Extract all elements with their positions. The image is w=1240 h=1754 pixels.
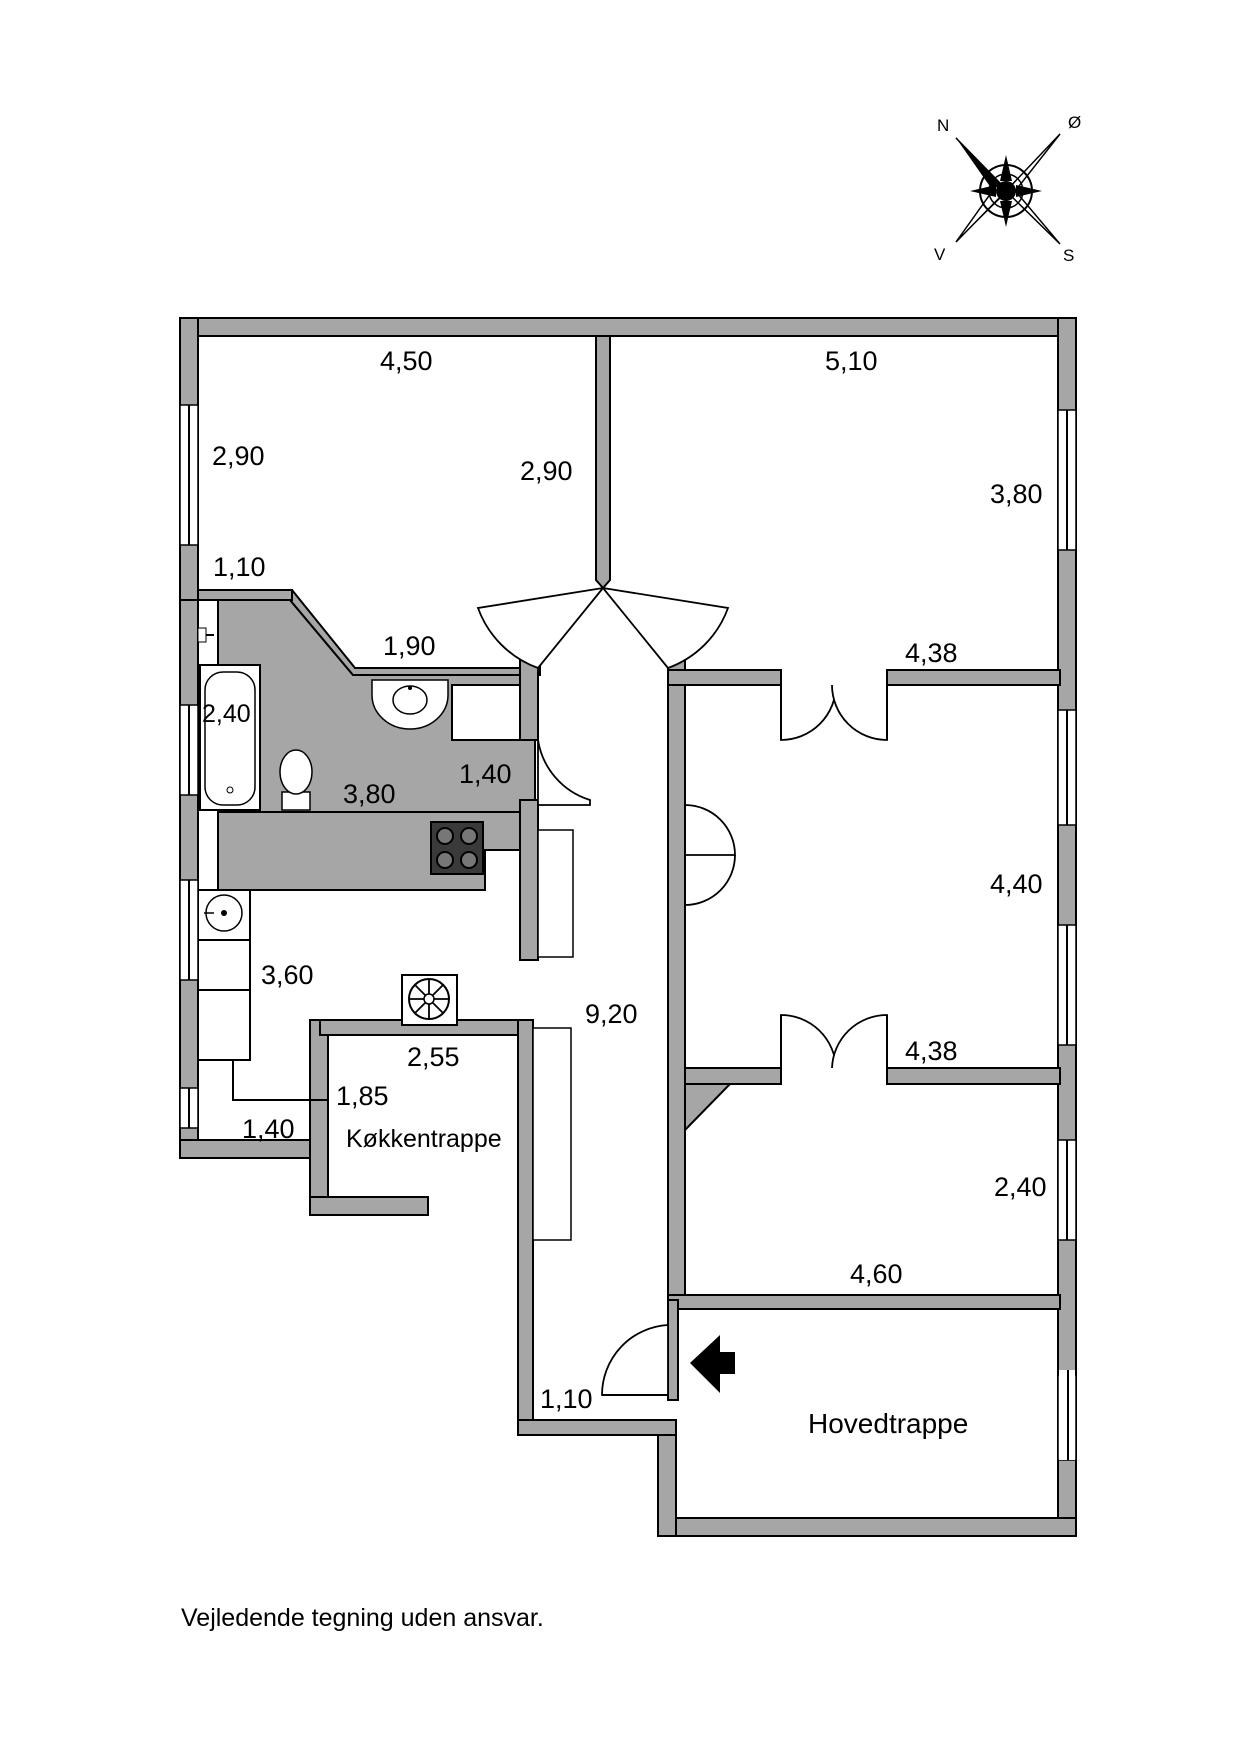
dim-bath-tub: 2,40: [202, 700, 251, 728]
dim-room-e-bottom: 4,38: [905, 1036, 958, 1066]
dim-stair-height: 1,85: [336, 1081, 389, 1111]
wall-corridor-bottom: [517, 1419, 677, 1436]
wall-bath-step: [197, 589, 293, 601]
door[interactable]: [537, 739, 591, 806]
double-door[interactable]: [780, 1014, 888, 1069]
compass-east-label: Ø: [1068, 113, 1081, 132]
wall-hall-mid-left: [519, 799, 539, 961]
dim-stair-width: 2,55: [407, 1042, 460, 1072]
wardrobe: [537, 829, 574, 958]
storage-box: [451, 684, 521, 741]
double-door[interactable]: [780, 684, 888, 741]
dim-room-se-width: 4,60: [850, 1259, 903, 1289]
compass-rose-icon: [955, 133, 1061, 245]
wall-entry-side: [667, 1299, 679, 1401]
label-kitchen-stair: Køkkentrappe: [346, 1125, 502, 1153]
wall-stair-bottom: [309, 1196, 429, 1216]
dim-room-nw-height-left: 2,90: [212, 441, 265, 471]
label-main-stair: Hovedtrappe: [808, 1408, 968, 1439]
dim-entry: 1,10: [540, 1384, 593, 1414]
wall-left-lower: [179, 599, 199, 1156]
wall-room-divider-left: [684, 1067, 782, 1085]
dim-hall-length: 9,20: [585, 999, 638, 1029]
kitchen-sink-icon: [204, 894, 243, 932]
dim-room-nw-height-right: 2,90: [520, 456, 573, 486]
wall-east-top-right: [886, 669, 1061, 686]
entrance-arrow-icon: [690, 1335, 735, 1393]
dim-bath-top: 1,90: [383, 631, 436, 661]
dim-bath-wc: 1,40: [459, 759, 512, 789]
shower-faucet-icon: [197, 627, 214, 643]
dim-kitchen-bottom: 1,40: [242, 1114, 295, 1144]
compass-north-label: N: [937, 116, 949, 135]
wall-stair-left: [309, 1019, 329, 1216]
entry-door[interactable]: [601, 1324, 669, 1396]
compass-west-label: V: [934, 245, 946, 264]
dim-bath-length: 3,80: [343, 779, 396, 809]
dim-room-e-height: 4,40: [990, 869, 1043, 899]
wall-corridor-left: [517, 1019, 534, 1436]
wall-top-divider: [595, 335, 611, 590]
toilet-icon: [279, 749, 313, 811]
dim-room-ne-bottom: 4,38: [905, 638, 958, 668]
door[interactable]: [684, 804, 736, 906]
wall-hall-right: [667, 659, 686, 1301]
dim-room-ne-height: 3,80: [990, 479, 1043, 509]
bathtub-icon: [199, 664, 261, 811]
wall-top: [179, 317, 1077, 337]
wall-se-bottom: [667, 1294, 1061, 1310]
wall-east-top-left: [667, 669, 782, 686]
double-door[interactable]: [476, 586, 730, 670]
dim-room-ne-width: 5,10: [825, 346, 878, 376]
stove-icon: [430, 821, 484, 875]
ventilation-fan-icon: [401, 974, 458, 1026]
wall-hall-upper-left: [519, 659, 539, 741]
wall-corner-chamfer: [684, 1083, 733, 1133]
wall-bottom: [657, 1517, 1077, 1537]
disclaimer-text: Vejledende tegning uden ansvar.: [181, 1604, 544, 1632]
wardrobe: [532, 1027, 572, 1241]
wall-stair-hall-left: [657, 1424, 677, 1537]
dim-room-se-height: 2,40: [994, 1172, 1047, 1202]
dim-room-nw-width: 4,50: [380, 346, 433, 376]
washbasin-icon: [371, 679, 449, 730]
dim-kitchen-length: 3,60: [261, 960, 314, 990]
compass-south-label: S: [1063, 246, 1074, 265]
wall-room-divider-right: [886, 1067, 1061, 1085]
dim-room-nw-step: 1,10: [213, 552, 266, 582]
